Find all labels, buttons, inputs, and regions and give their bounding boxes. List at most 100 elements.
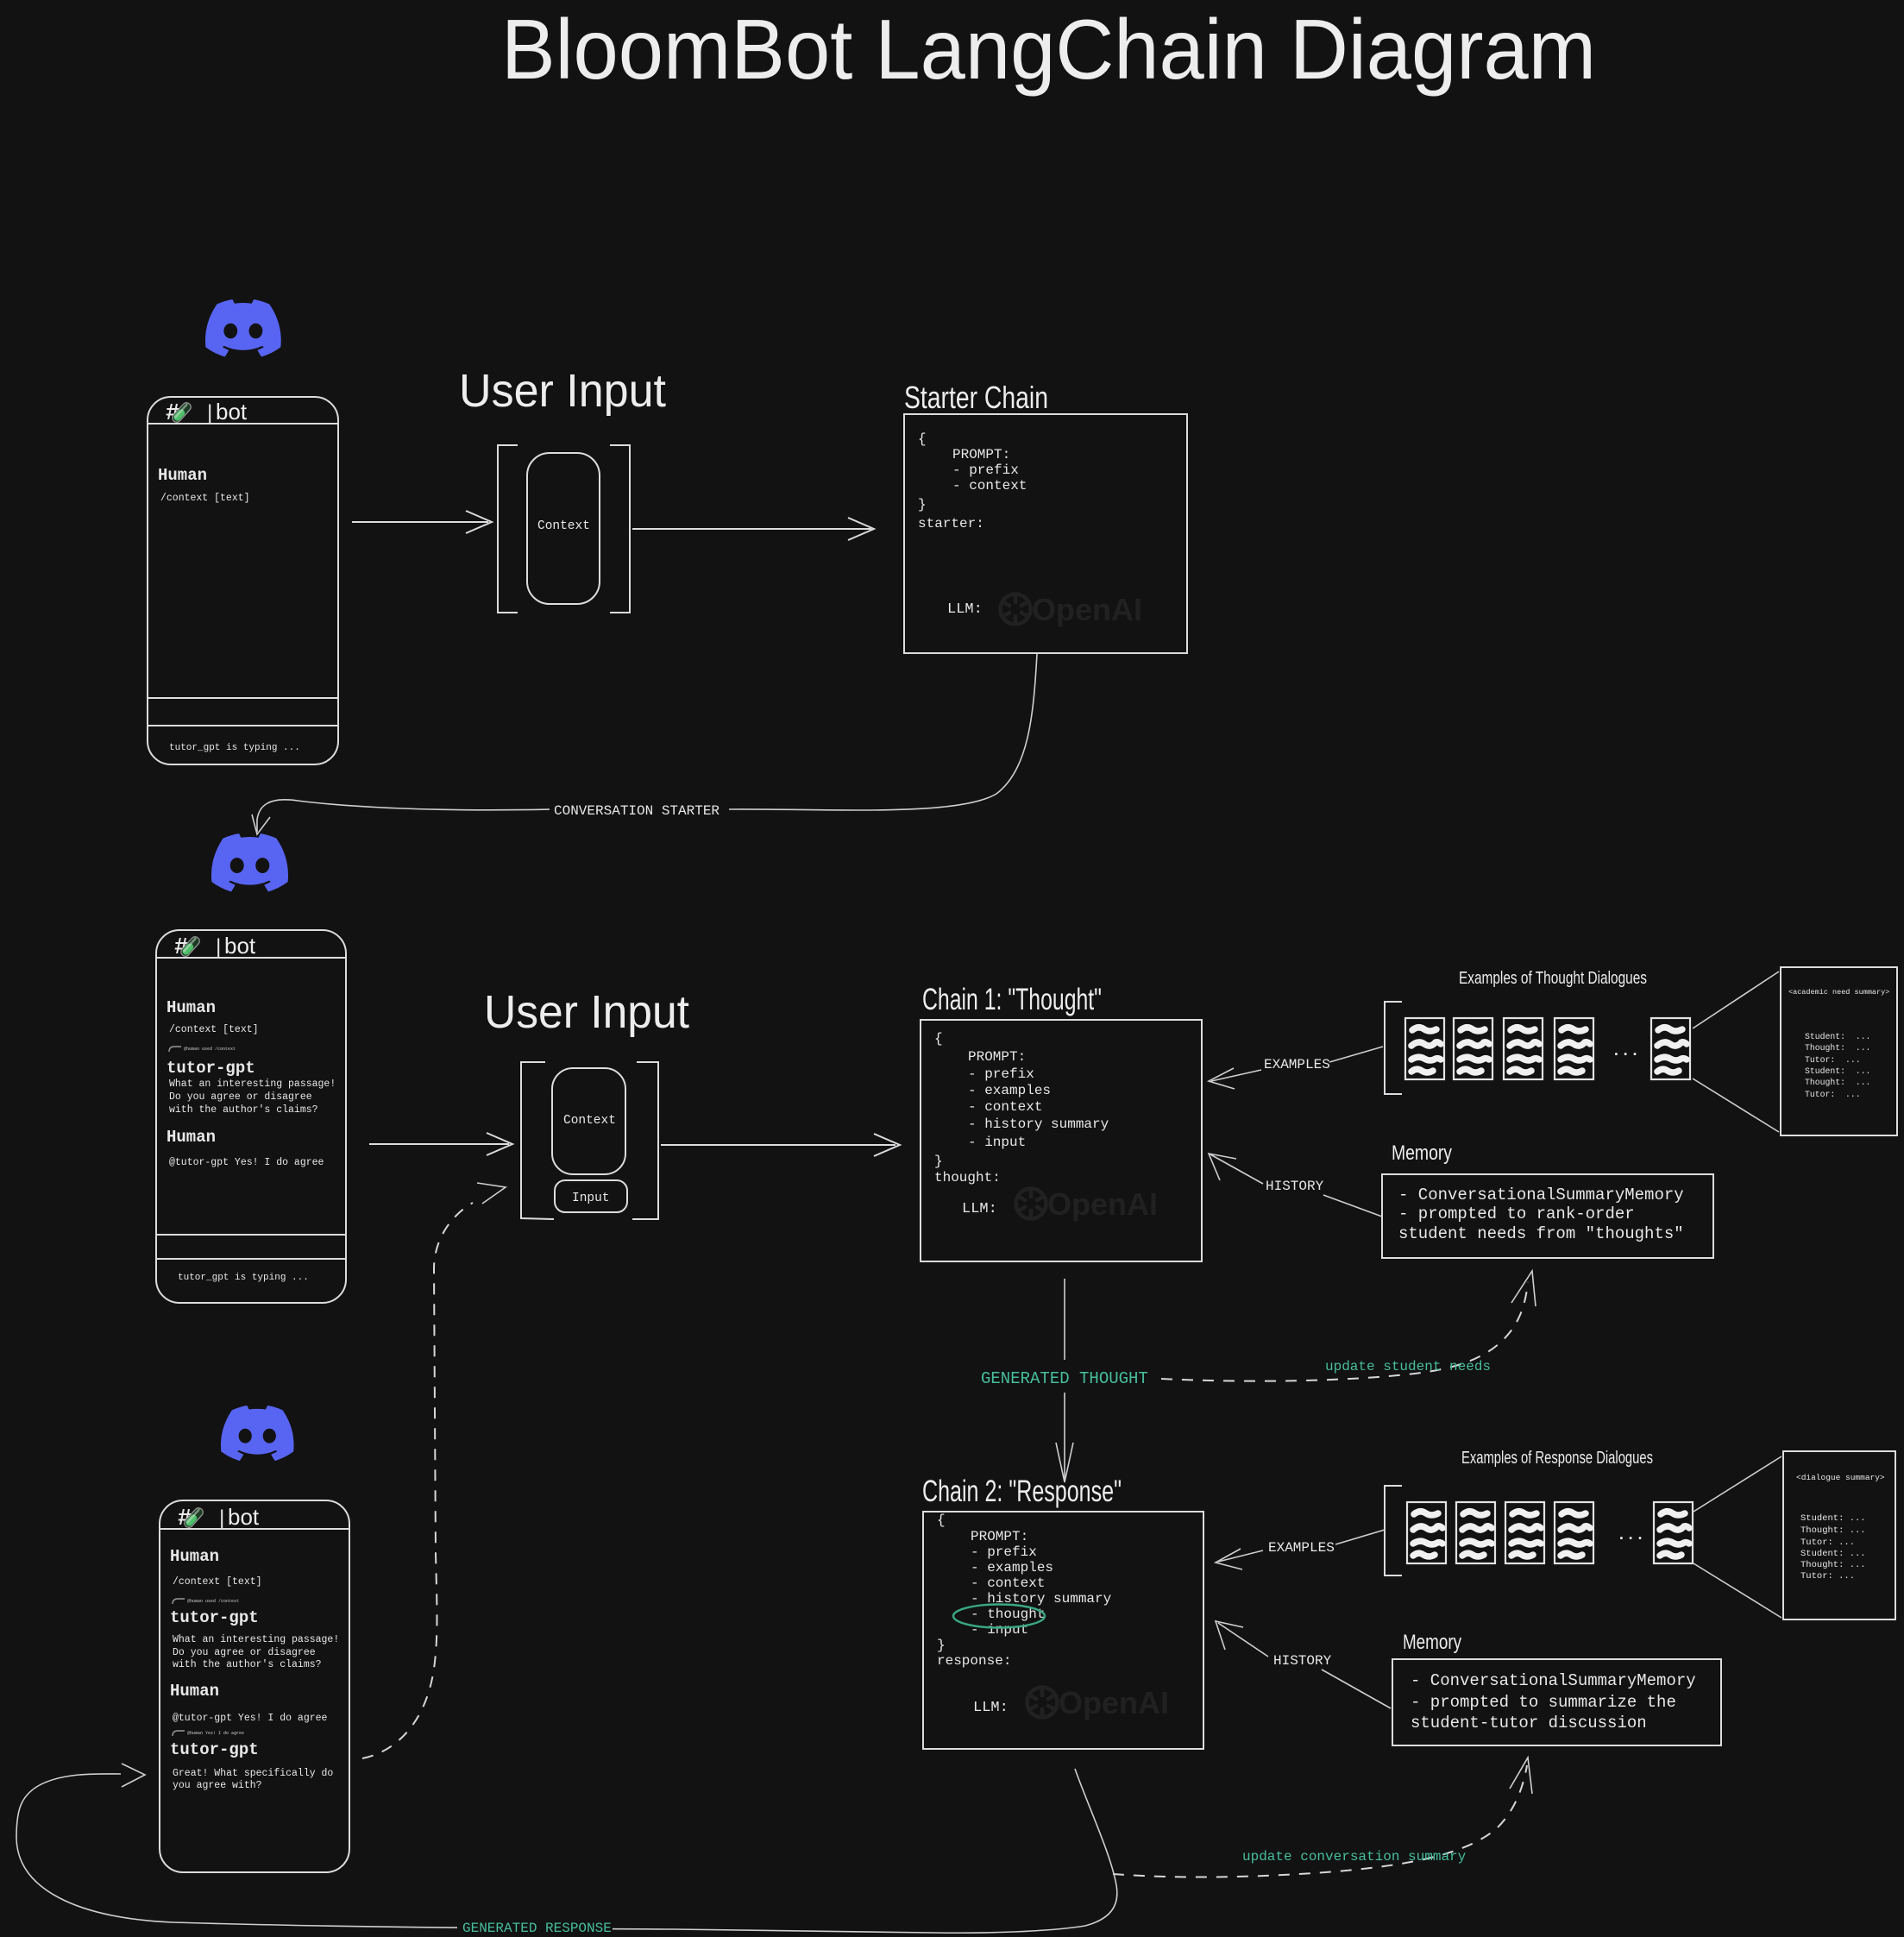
- svg-text:- context: - context: [968, 1099, 1042, 1115]
- svg-text:Tutor: ...: Tutor: ...: [1805, 1090, 1861, 1099]
- svg-text:@tutor-gpt Yes! I do agree: @tutor-gpt Yes! I do agree: [173, 1713, 328, 1724]
- svg-text:- input: - input: [971, 1622, 1028, 1638]
- svg-text:Context: Context: [563, 1114, 616, 1128]
- svg-text:Starter Chain: Starter Chain: [904, 380, 1048, 415]
- svg-text:Thought: ...: Thought: ...: [1805, 1078, 1870, 1087]
- svg-text:Human: Human: [158, 466, 207, 485]
- svg-text:...: ...: [1612, 1043, 1639, 1060]
- svg-text:EXAMPLES: EXAMPLES: [1268, 1540, 1335, 1556]
- svg-text:student-tutor discussion: student-tutor discussion: [1411, 1714, 1647, 1733]
- svg-text:you agree with?: you agree with?: [173, 1780, 262, 1791]
- svg-text:update conversation summary: update conversation summary: [1242, 1849, 1467, 1865]
- svg-text:tutor-gpt: tutor-gpt: [167, 1059, 255, 1078]
- svg-text:Student: ...: Student: ...: [1805, 1066, 1870, 1076]
- svg-text:starter:: starter:: [918, 516, 984, 531]
- svg-text:bot: bot: [224, 933, 256, 959]
- svg-text:What an interesting passage!: What an interesting passage!: [173, 1634, 339, 1645]
- svg-text:Tutor: ...: Tutor: ...: [1805, 1055, 1861, 1065]
- svg-text:thought:: thought:: [934, 1170, 1001, 1185]
- svg-text:...: ...: [1617, 1527, 1644, 1544]
- svg-text:with the author's claims?: with the author's claims?: [169, 1104, 318, 1116]
- svg-text:@human Yes! I do agree: @human Yes! I do agree: [187, 1731, 244, 1736]
- svg-text:/context [text]: /context [text]: [173, 1576, 262, 1588]
- svg-text:- prefix: - prefix: [971, 1544, 1037, 1560]
- svg-text:- context: - context: [971, 1575, 1045, 1591]
- svg-text:CONVERSATION STARTER: CONVERSATION STARTER: [554, 803, 719, 819]
- svg-text:bot: bot: [216, 399, 248, 425]
- svg-text:User Input: User Input: [484, 986, 689, 1038]
- svg-text:- examples: - examples: [971, 1560, 1053, 1575]
- svg-text:student needs from "thoughts": student needs from "thoughts": [1398, 1224, 1684, 1243]
- svg-text:|: |: [216, 1508, 228, 1531]
- svg-text:PROMPT:: PROMPT:: [971, 1529, 1028, 1544]
- svg-text:|: |: [212, 937, 224, 960]
- svg-text:response:: response:: [937, 1653, 1011, 1669]
- svg-text:OpenAI: OpenAI: [1032, 592, 1142, 627]
- svg-text:Input: Input: [572, 1192, 610, 1205]
- svg-text:tutor-gpt: tutor-gpt: [170, 1740, 259, 1759]
- svg-text:{: {: [937, 1512, 946, 1528]
- svg-text:Do you agree or disagree: Do you agree or disagree: [169, 1091, 312, 1103]
- svg-text:- prompted to rank-order: - prompted to rank-order: [1398, 1204, 1635, 1223]
- svg-text:Student: ...: Student: ...: [1800, 1549, 1866, 1559]
- svg-text:Student: ...: Student: ...: [1805, 1032, 1870, 1041]
- svg-text:with the author's claims?: with the author's claims?: [173, 1659, 322, 1670]
- svg-text:tutor-gpt: tutor-gpt: [170, 1608, 259, 1627]
- svg-text:Context: Context: [537, 519, 590, 533]
- svg-text:Thought: ...: Thought: ...: [1800, 1560, 1866, 1570]
- svg-text:Great! What specifically do: Great! What specifically do: [173, 1768, 333, 1779]
- svg-text:@human used /context: @human used /context: [187, 1599, 239, 1604]
- svg-text:{: {: [934, 1031, 943, 1047]
- svg-text:- ConversationalSummaryMemory: - ConversationalSummaryMemory: [1411, 1671, 1696, 1690]
- svg-text:PROMPT:: PROMPT:: [968, 1049, 1026, 1065]
- svg-text:- prefix: - prefix: [968, 1066, 1034, 1082]
- svg-text:Human: Human: [167, 998, 216, 1017]
- svg-text:tutor_gpt is typing ...: tutor_gpt is typing ...: [169, 743, 300, 753]
- svg-text:Chain 2: "Response": Chain 2: "Response": [922, 1475, 1122, 1508]
- svg-text:BloomBot LangChain Diagram: BloomBot LangChain Diagram: [501, 2, 1596, 97]
- svg-text:Tutor: ...: Tutor: ...: [1800, 1571, 1855, 1582]
- svg-text:GENERATED THOUGHT: GENERATED THOUGHT: [981, 1369, 1148, 1388]
- svg-text:|: |: [204, 403, 216, 426]
- svg-text:Human: Human: [167, 1128, 216, 1147]
- svg-text:- input: - input: [968, 1135, 1026, 1150]
- svg-text:Examples of Thought Dialogues: Examples of Thought Dialogues: [1459, 969, 1647, 988]
- svg-text:GENERATED RESPONSE: GENERATED RESPONSE: [462, 1921, 612, 1936]
- svg-text:<dialogue summary>: <dialogue summary>: [1796, 1473, 1885, 1482]
- svg-text:Chain 1: "Thought": Chain 1: "Thought": [922, 983, 1102, 1016]
- svg-text:- history summary: - history summary: [968, 1116, 1109, 1132]
- svg-text:Memory: Memory: [1403, 1631, 1461, 1654]
- svg-text:- context: - context: [952, 478, 1027, 494]
- svg-text:<academic need summary>: <academic need summary>: [1788, 988, 1889, 997]
- svg-text:Thought: ...: Thought: ...: [1805, 1043, 1870, 1053]
- svg-text:- history summary: - history summary: [971, 1591, 1112, 1607]
- svg-text:/context [text]: /context [text]: [160, 493, 250, 504]
- svg-text:}: }: [918, 497, 927, 513]
- svg-text:Human: Human: [170, 1547, 219, 1566]
- svg-text:}: }: [934, 1154, 943, 1169]
- svg-text:Examples of Response Dialogues: Examples of Response Dialogues: [1461, 1449, 1653, 1468]
- svg-text:bot: bot: [228, 1504, 260, 1530]
- svg-text:}: }: [937, 1638, 946, 1653]
- svg-text:tutor_gpt is typing ...: tutor_gpt is typing ...: [178, 1273, 309, 1283]
- svg-text:- thought: - thought: [971, 1607, 1045, 1622]
- svg-text:/context [text]: /context [text]: [169, 1024, 259, 1035]
- svg-text:OpenAI: OpenAI: [1059, 1685, 1169, 1720]
- svg-text:User Input: User Input: [459, 365, 666, 417]
- svg-text:- ConversationalSummaryMemory: - ConversationalSummaryMemory: [1398, 1185, 1684, 1204]
- svg-text:update student needs: update student needs: [1325, 1359, 1491, 1374]
- svg-text:LLM:: LLM:: [973, 1700, 1009, 1716]
- svg-text:Tutor: ...: Tutor: ...: [1800, 1538, 1855, 1548]
- svg-text:Thought: ...: Thought: ...: [1800, 1525, 1866, 1536]
- svg-text:- prompted to summarize the: - prompted to summarize the: [1411, 1693, 1676, 1712]
- svg-text:OpenAI: OpenAI: [1047, 1186, 1158, 1222]
- svg-text:@tutor-gpt Yes! I do agree: @tutor-gpt Yes! I do agree: [169, 1157, 324, 1168]
- svg-text:LLM:: LLM:: [947, 601, 983, 618]
- svg-text:HISTORY: HISTORY: [1266, 1179, 1324, 1194]
- svg-text:Human: Human: [170, 1682, 219, 1701]
- svg-text:EXAMPLES: EXAMPLES: [1264, 1057, 1330, 1072]
- svg-text:HISTORY: HISTORY: [1273, 1653, 1332, 1669]
- svg-text:@human used /context: @human used /context: [184, 1047, 236, 1052]
- svg-text:LLM:: LLM:: [962, 1201, 997, 1217]
- svg-text:- prefix: - prefix: [952, 462, 1019, 478]
